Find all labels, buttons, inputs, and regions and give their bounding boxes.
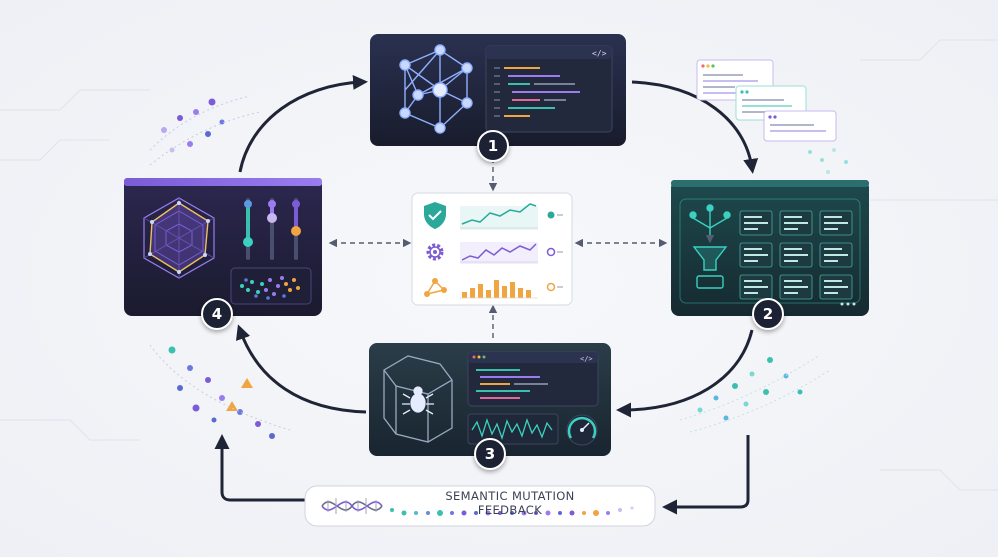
bug-cube-icon xyxy=(383,355,453,443)
graph-nodes-icon xyxy=(424,278,447,297)
step-badge-4: 4 xyxy=(201,298,233,330)
arrow-1-to-2 xyxy=(631,80,759,174)
scatter-cluster-card xyxy=(230,267,312,305)
step-badge-1: 1 xyxy=(477,130,509,162)
cycle-arrows xyxy=(214,74,759,515)
arrow-3-to-4 xyxy=(235,324,367,414)
background-circuit-lines xyxy=(0,39,998,491)
test-code-window: </> xyxy=(467,351,599,407)
neural-network-icon xyxy=(399,44,473,134)
dots-indicator xyxy=(840,302,856,306)
code-card xyxy=(763,110,837,142)
arrow-feedback-out xyxy=(214,434,305,502)
status-dots xyxy=(546,211,563,292)
particle-stream-bottom-right xyxy=(679,354,831,433)
gear-icon xyxy=(426,243,444,261)
code-tag-label: </> xyxy=(580,355,593,363)
code-tag-label: </> xyxy=(592,49,607,58)
shield-check-icon xyxy=(424,202,446,229)
sliders-icon xyxy=(243,198,301,260)
step-badge-2: 2 xyxy=(752,298,784,330)
center-metrics-panel xyxy=(411,192,573,306)
panel-4-analysis xyxy=(124,178,322,316)
arrow-2-to-3 xyxy=(616,329,754,418)
panel-1-model: </> xyxy=(370,34,626,146)
line-chart-purple xyxy=(460,242,538,264)
dna-icon xyxy=(321,498,383,514)
waveform-monitor xyxy=(467,413,559,445)
radar-chart-icon xyxy=(143,197,215,279)
step-badge-3: 3 xyxy=(474,438,506,470)
code-block-grid xyxy=(739,210,853,300)
panel-3-testing: </> xyxy=(369,343,611,456)
arrow-feedback-in xyxy=(662,435,750,515)
line-chart-teal xyxy=(460,203,538,230)
dashed-connectors xyxy=(328,158,668,338)
particle-stream-top-right xyxy=(808,148,848,174)
floating-code-cards xyxy=(696,59,837,142)
funnel-filter-icon xyxy=(689,204,731,289)
panel-2-filtering xyxy=(671,180,869,316)
particle-stream-top-left xyxy=(149,95,261,166)
arrow-4-to-1 xyxy=(238,74,368,173)
feedback-bar xyxy=(304,485,656,527)
feedback-dot-stream xyxy=(390,506,634,516)
code-editor-window: </> xyxy=(485,45,613,133)
gauge-icon xyxy=(566,414,598,446)
feedback-label: SEMANTIC MUTATION FEEDBACK xyxy=(445,489,575,517)
particle-stream-bottom-left xyxy=(149,344,291,439)
bar-chart-orange xyxy=(460,280,538,299)
